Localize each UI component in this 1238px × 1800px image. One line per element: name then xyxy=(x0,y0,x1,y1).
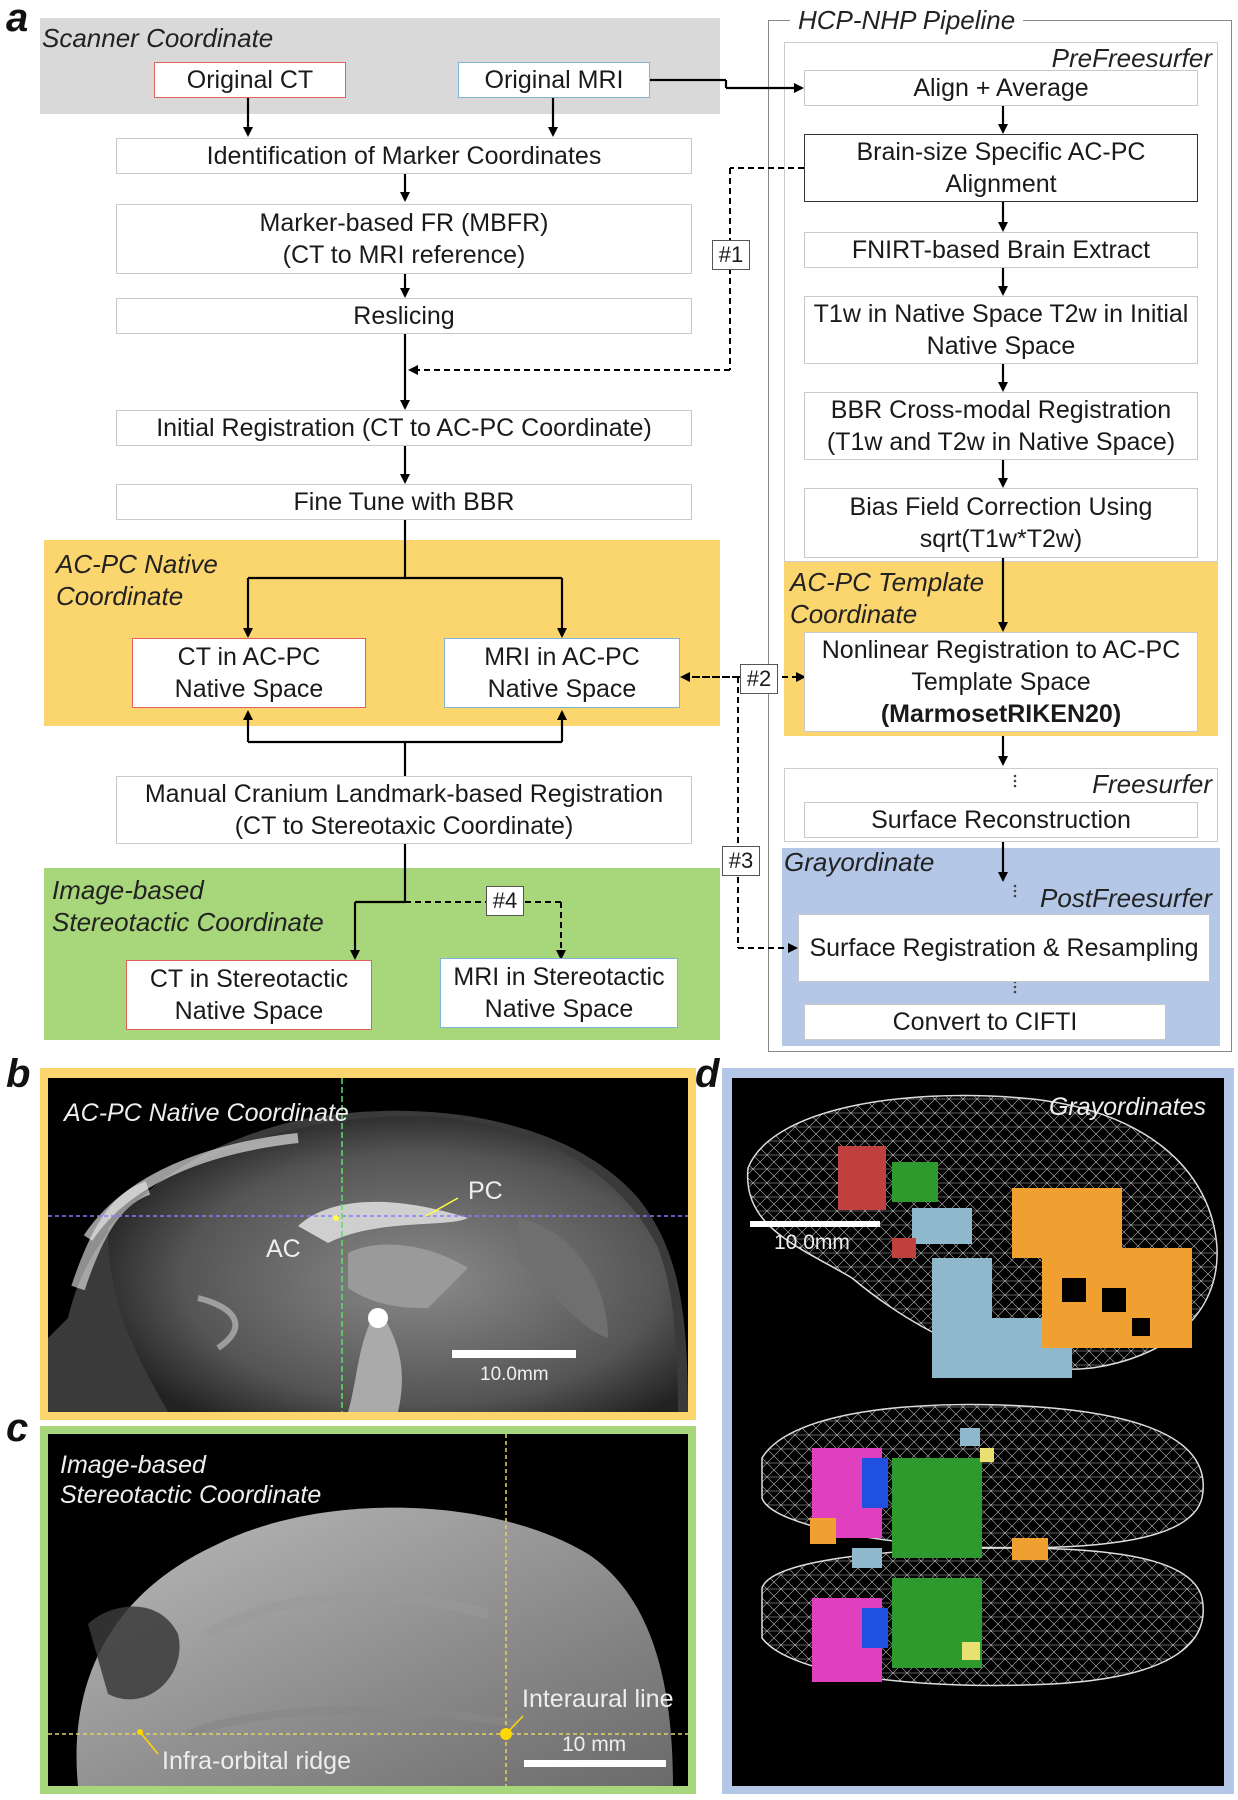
surface-registration-box: Surface Registration & Resampling xyxy=(798,914,1210,982)
ct-skull-illustration xyxy=(48,1434,688,1786)
grayordinate-title: Grayordinate xyxy=(784,847,935,877)
prefreesurfer-frame xyxy=(784,42,1218,562)
marker-identification-box: Identification of Marker Coordinates xyxy=(116,138,692,174)
link-label-3: #3 xyxy=(722,846,760,876)
mri-sagittal-illustration xyxy=(48,1078,688,1412)
label-ac: AC xyxy=(266,1235,301,1263)
link-label-2: #2 xyxy=(740,664,778,694)
t1w-native-space-box: T1w in Native Space T2w in Initial Nativ… xyxy=(804,296,1198,364)
label-infraorbital-ridge: Infra-orbital ridge xyxy=(162,1747,351,1775)
link-label-1: #1 xyxy=(712,240,750,270)
panel-c-scale-label: 10 mm xyxy=(562,1733,627,1756)
panel-letter-b: b xyxy=(6,1052,31,1096)
scanner-coordinate-title: Scanner Coordinate xyxy=(42,23,274,53)
marmoset-riken20-label: (MarmosetRIKEN20) xyxy=(880,700,1122,728)
initial-registration-box: Initial Registration (CT to AC-PC Coordi… xyxy=(116,410,692,446)
panel-letter-c: c xyxy=(6,1406,29,1450)
mbfr-box: Marker-based FR (MBFR) (CT to MRI refere… xyxy=(116,204,692,274)
panel-b-scale-label: 10.0mm xyxy=(480,1364,549,1385)
freesurfer-title: Freesurfer xyxy=(1092,769,1212,799)
panel-b-mri-image: AC-PC Native Coordinate PC AC 10.0mm xyxy=(48,1078,688,1412)
link-label-4: #4 xyxy=(486,886,524,916)
bbr-registration-box: BBR Cross-modal Registration (T1w and T2… xyxy=(804,392,1198,460)
image-based-title: Image-based Stereotactic Coordinate xyxy=(52,875,324,937)
ct-acpc-native-box: CT in AC-PC Native Space xyxy=(132,638,366,708)
fnirt-brain-extract-box: FNIRT-based Brain Extract xyxy=(804,232,1198,268)
original-ct-box: Original CT xyxy=(154,62,346,98)
acpc-native-title: AC-PC Native Coordinate xyxy=(56,549,218,611)
acpc-template-title: AC-PC Template Coordinate xyxy=(790,567,985,629)
prefreesurfer-title: PreFreesurfer xyxy=(1051,43,1212,73)
freesurfer-frame xyxy=(784,768,1218,842)
convert-cifti-box: Convert to CIFTI xyxy=(804,1004,1166,1040)
postfreesurfer-title: PostFreesurfer xyxy=(1040,883,1212,913)
panel-b-title: AC-PC Native Coordinate xyxy=(64,1099,349,1127)
ct-stereotactic-box: CT in Stereotactic Native Space xyxy=(126,960,372,1030)
manual-cranium-registration-box: Manual Cranium Landmark-based Registrati… xyxy=(116,776,692,844)
surface-reconstruction-box: Surface Reconstruction xyxy=(804,802,1198,838)
hcp-nhp-pipeline-title: HCP-NHP Pipeline xyxy=(790,4,1024,36)
panel-c-ct-image: Image-based Stereotactic Coordinate Inte… xyxy=(48,1434,688,1786)
panel-d-surface-image: Grayordinates 10.0mm xyxy=(732,1078,1224,1786)
panel-d-scale-label: 10.0mm xyxy=(774,1231,850,1254)
label-pc: PC xyxy=(468,1177,503,1205)
align-average-box: Align + Average xyxy=(804,70,1198,106)
bias-field-correction-box: Bias Field Correction Using sqrt(T1w*T2w… xyxy=(804,488,1198,558)
label-interaural-line: Interaural line xyxy=(522,1685,674,1713)
panel-c-title: Image-based Stereotactic Coordinate xyxy=(60,1451,322,1509)
original-mri-box: Original MRI xyxy=(458,62,650,98)
panel-d-title: Grayordinates xyxy=(1048,1093,1206,1121)
panel-letter-d: d xyxy=(695,1052,720,1096)
fine-tune-bbr-box: Fine Tune with BBR xyxy=(116,484,692,520)
reslicing-box: Reslicing xyxy=(116,298,692,334)
mri-stereotactic-box: MRI in Stereotactic Native Space xyxy=(440,958,678,1028)
mri-acpc-native-box: MRI in AC-PC Native Space xyxy=(444,638,680,708)
acpc-alignment-box: Brain-size Specific AC-PC Alignment xyxy=(804,134,1198,202)
cortical-surface-illustration xyxy=(746,1094,1218,1687)
nonlinear-registration-box: Nonlinear Registration to AC-PC Template… xyxy=(804,632,1198,732)
nonlinear-registration-label: Nonlinear Registration to AC-PC Template… xyxy=(821,636,1181,696)
panel-letter-a: a xyxy=(6,0,29,40)
